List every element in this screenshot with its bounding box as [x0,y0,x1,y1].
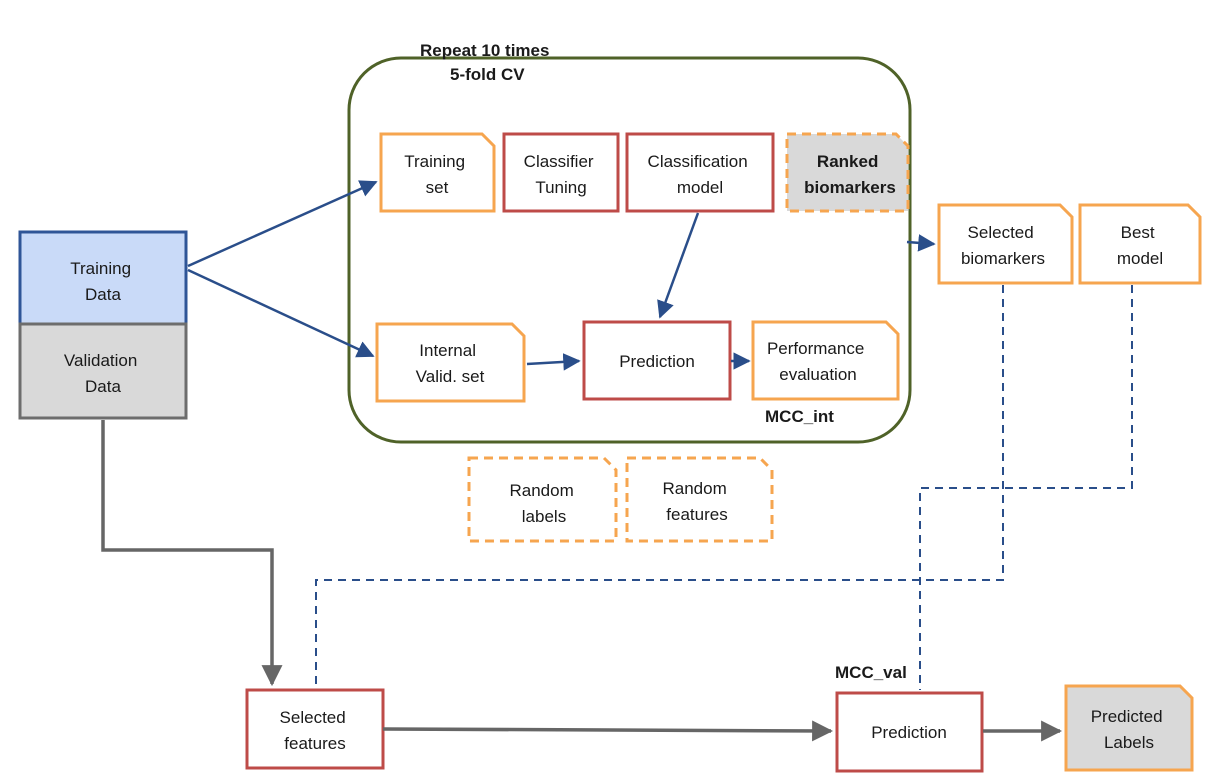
cv-loop-container [347,56,912,444]
best-model-box [1078,203,1202,285]
classification-model-text: Classification model [648,152,753,197]
arrow-selectedfeatures-to-prediction [382,720,834,742]
selected-features-box [245,688,385,770]
random-features-text: Random features [663,479,732,524]
performance-evaluation-box [751,320,900,401]
classifier-tuning-box [502,132,620,213]
training-set-box [379,132,496,213]
ranked-biomarkers-text: Ranked biomarkers [804,152,896,197]
training-data-box [18,230,188,326]
random-labels-box [467,456,618,543]
performance-evaluation-text: Performance evaluation [767,339,869,384]
arrow-model-to-prediction [657,212,700,319]
arrow-ranked-to-selected [906,234,936,252]
selected-biomarkers-box [937,203,1074,285]
predicted-labels-text: Predicted Labels [1091,707,1168,752]
predicted-labels-box [1064,684,1194,772]
internal-valid-set-text: Internal Valid. set [416,341,485,386]
classification-model-box [625,132,775,213]
training-set-text: Training set [404,152,470,197]
mcc-val-label: MCC_val [835,663,907,682]
dashed-biomarkers-to-features [315,285,1004,688]
repeat-label: Repeat 10 times [420,41,549,60]
prediction-val-text: Prediction [871,723,947,742]
arrow-training-to-trainingset [187,180,378,268]
validation-data-box [18,322,188,420]
ranked-biomarkers-box [785,132,910,213]
classifier-tuning-text: Classifier Tuning [524,152,599,197]
dashed-bestmodel-to-prediction [919,285,1133,690]
mcc-int-label: MCC_int [765,407,834,426]
arrow-validation-to-selectedfeatures [101,420,283,687]
fold-label: 5-fold CV [450,65,525,84]
arrow-internalvalid-to-prediction [526,353,581,371]
validation-data-text: Validation Data [64,351,142,396]
best-model-text: Best model [1117,223,1163,268]
prediction-int-text: Prediction [619,352,695,371]
internal-valid-set-box [375,322,526,403]
arrow-training-to-internalvalid [187,268,375,358]
random-labels-text: Random labels [510,481,579,526]
prediction-int-box [582,320,732,401]
selected-biomarkers-text: Selected biomarkers [961,223,1045,268]
prediction-val-box [835,691,984,773]
training-data-text: Training Data [70,259,136,304]
selected-features-text: Selected features [280,708,351,753]
random-features-box [625,456,774,543]
